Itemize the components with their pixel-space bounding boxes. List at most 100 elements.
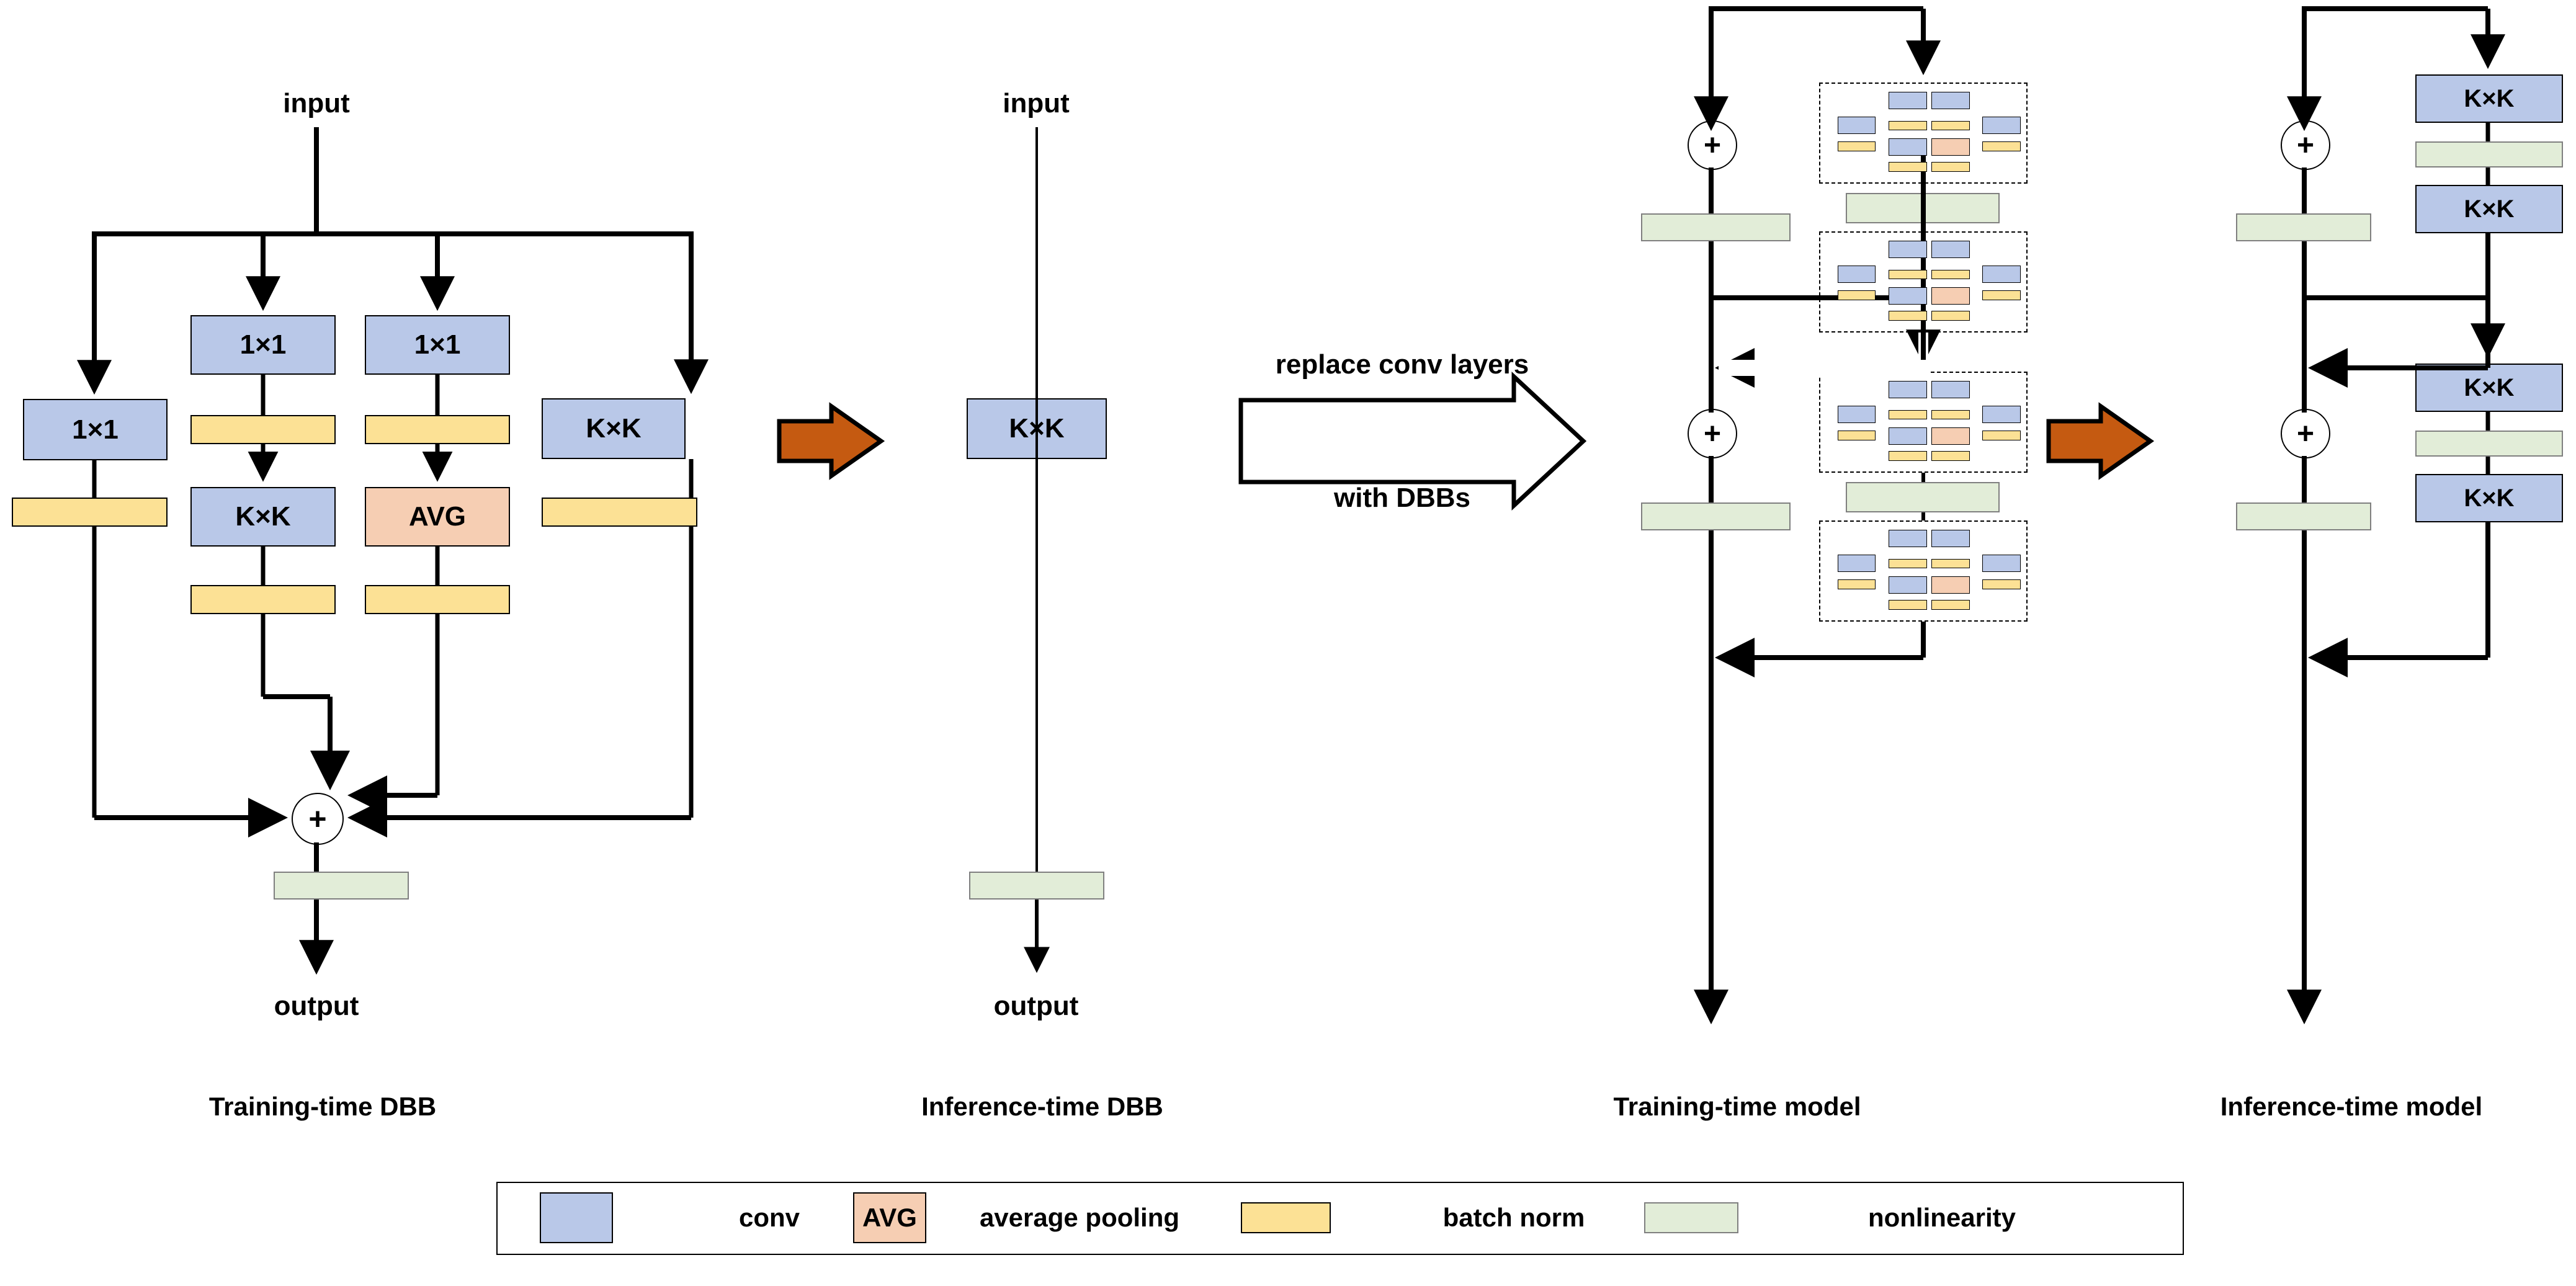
panel3-unit1-dbb2-cell-bn-6 — [1837, 290, 1876, 301]
transition1-orange-arrow — [777, 402, 885, 480]
panel3-unit2-dbb2-cell-bn-11 — [1931, 599, 1970, 610]
panel3-unit1-dbb1-cell-bn-6 — [1837, 141, 1876, 152]
panel1-branch2-conv1x1-label: 1×1 — [239, 329, 287, 360]
panel2-input-label: input — [1003, 88, 1070, 118]
panel3-unit1-dbb1-cell-conv-1 — [1931, 91, 1970, 109]
panel3-unit1-dbb1-cell-bn-10 — [1889, 161, 1927, 172]
panel3-unit2-dbb2-cell-conv-0 — [1889, 529, 1927, 547]
panel4-unit2-conv2-label: K×K — [2464, 484, 2515, 512]
panel3-unit2-dbb1-cell-conv-5 — [1982, 406, 2021, 424]
panel3-caption: Training-time model — [1613, 1092, 1861, 1121]
transition2-bottom-label: with DBBs — [1334, 483, 1470, 513]
legend-swatch-avg-label: AVG — [862, 1203, 917, 1232]
panel1-branch4-conv: K×K — [542, 398, 686, 459]
panel1-branch2-bn2 — [190, 585, 336, 614]
panel3-unit1-dbb2-cell-conv-0 — [1889, 240, 1927, 258]
legend-swatch-conv — [540, 1192, 613, 1243]
panel3-unit2-dbb2-cell-bn-9 — [1982, 579, 2021, 590]
panel3-unit1-dbb1-cell-conv-0 — [1889, 91, 1927, 109]
legend-swatch-bn — [1241, 1202, 1331, 1233]
panel3-unit2-add-symbol: + — [1703, 417, 1722, 450]
panel3-unit2-nonlinearity-inner — [1846, 482, 2000, 512]
panel3-unit1-nonlinearity — [1641, 213, 1791, 241]
panel3-unit2-dbb2-cell-bn-6 — [1837, 579, 1876, 590]
panel3-unit2-dbb2-cell-conv-5 — [1982, 555, 2021, 573]
panel4-unit1-conv2: K×K — [2415, 185, 2563, 233]
panel3-unit1-dbb1-cell-bn-4 — [1931, 120, 1970, 131]
panel1-branch4-conv-label: K×K — [586, 413, 642, 444]
panel3-unit2-dbb1-cell-conv-0 — [1889, 380, 1927, 398]
panel4-unit2-conv2: K×K — [2415, 474, 2563, 522]
panel3-unit1-dbb2-cell-avg-8 — [1931, 287, 1970, 305]
panel3-unit1-dbb2-cell-conv-1 — [1931, 240, 1970, 258]
legend-text-avg: average pooling — [979, 1203, 1180, 1232]
panel3-unit2-dbb2-cell-avg-8 — [1931, 576, 1970, 594]
legend-box — [496, 1182, 2184, 1255]
panel3-unit2-dbb1-cell-bn-9 — [1982, 431, 2021, 441]
panel2-nonlinearity — [969, 872, 1104, 900]
panel3-unit2-dbb1-cell-conv-7 — [1889, 427, 1927, 445]
panel3-unit2-dbb2-cell-bn-4 — [1931, 558, 1970, 569]
panel3-unit1-dbb1-cell-bn-11 — [1931, 161, 1970, 172]
panel1-branch4-bn — [542, 498, 697, 527]
panel3-unit1-dbb1-cell-avg-8 — [1931, 138, 1970, 156]
legend-swatch-avg: AVG — [853, 1192, 926, 1243]
panel4-unit2-nonlinearity-inner — [2415, 431, 2563, 457]
panel3-unit1-add-node: + — [1688, 120, 1737, 170]
panel3-unit1-dbb1-cell-bn-3 — [1889, 120, 1927, 131]
panel3-unit1-nonlinearity-inner — [1846, 193, 2000, 223]
panel4-unit1-add-node: + — [2281, 120, 2330, 170]
panel1-caption: Training-time DBB — [208, 1092, 437, 1121]
panel1-branch2-convkxk: K×K — [190, 487, 336, 547]
panel3-unit2-dbb1-cell-bn-11 — [1931, 450, 1970, 461]
panel1-branch2-bn1 — [190, 415, 336, 444]
legend-text-bn: batch norm — [1442, 1203, 1585, 1232]
panel3-unit1-dbb2-cell-conv-7 — [1889, 287, 1927, 305]
panel4-unit1-add-symbol: + — [2296, 128, 2315, 162]
panel4-unit2-add-node: + — [2281, 409, 2330, 458]
panel1-branch3-bn2 — [365, 585, 510, 614]
panel1-output-label: output — [274, 991, 359, 1021]
legend-text-conv: conv — [738, 1203, 800, 1232]
panel3-unit1-dbb1-cell-conv-2 — [1837, 117, 1876, 135]
panel2-output-label: output — [993, 991, 1079, 1021]
panel1-branch1-conv: 1×1 — [23, 399, 168, 460]
panel3-unit2-dbb2-cell-bn-3 — [1889, 558, 1927, 569]
panel3-unit2-dbb1-cell-conv-1 — [1931, 380, 1970, 398]
panel4-unit2-conv1-label: K×K — [2464, 374, 2515, 401]
panel3-unit1-dbb2-cell-conv-5 — [1982, 266, 2021, 284]
panel2-caption: Inference-time DBB — [921, 1092, 1163, 1121]
panel1-branch3-avg-label: AVG — [408, 501, 467, 532]
panel3-unit2-dbb2-cell-conv-1 — [1931, 529, 1970, 547]
panel3-unit1-dbb2-cell-bn-3 — [1889, 269, 1927, 280]
transition3-orange-arrow — [2046, 402, 2155, 480]
panel4-unit1-nonlinearity — [2236, 213, 2371, 241]
panel1-branch3-conv1x1-label: 1×1 — [414, 329, 461, 360]
panel1-branch3-avg: AVG — [365, 487, 510, 547]
panel3-unit1-add-symbol: + — [1703, 128, 1722, 162]
panel4-unit1-conv1: K×K — [2415, 74, 2563, 123]
panel1-branch1-conv-label: 1×1 — [72, 414, 119, 445]
panel3-unit2-dbb1-cell-bn-10 — [1889, 450, 1927, 461]
panel4-unit2-conv1: K×K — [2415, 364, 2563, 412]
panel4-unit2-nonlinearity — [2236, 502, 2371, 530]
panel1-add-symbol: + — [308, 802, 327, 836]
panel3-unit1-dbb2-cell-bn-10 — [1889, 310, 1927, 321]
panel4-unit2-add-symbol: + — [2296, 417, 2315, 450]
panel2-conv-label: K×K — [1009, 413, 1065, 444]
panel1-add-node: + — [292, 793, 344, 845]
panel4-unit1-conv1-label: K×K — [2464, 85, 2515, 112]
panel3-unit1-dbb1-cell-conv-7 — [1889, 138, 1927, 156]
legend-text-nonlinearity: nonlinearity — [1867, 1203, 2016, 1232]
legend-swatch-nonlinearity — [1644, 1202, 1738, 1233]
panel1-branch1-bn — [12, 498, 168, 527]
panel1-nonlinearity — [274, 872, 409, 900]
panel3-unit2-dbb2-cell-conv-2 — [1837, 555, 1876, 573]
transition2-top-label: replace conv layers — [1275, 349, 1529, 380]
panel3-unit2-dbb1-cell-bn-4 — [1931, 409, 1970, 420]
panel2-conv: K×K — [967, 398, 1107, 459]
panel3-unit2-dbb2-cell-conv-7 — [1889, 576, 1927, 594]
panel3-unit2-nonlinearity — [1641, 502, 1791, 530]
panel3-unit2-dbb1-cell-bn-3 — [1889, 409, 1927, 420]
panel3-unit2-dbb1-cell-avg-8 — [1931, 427, 1970, 445]
